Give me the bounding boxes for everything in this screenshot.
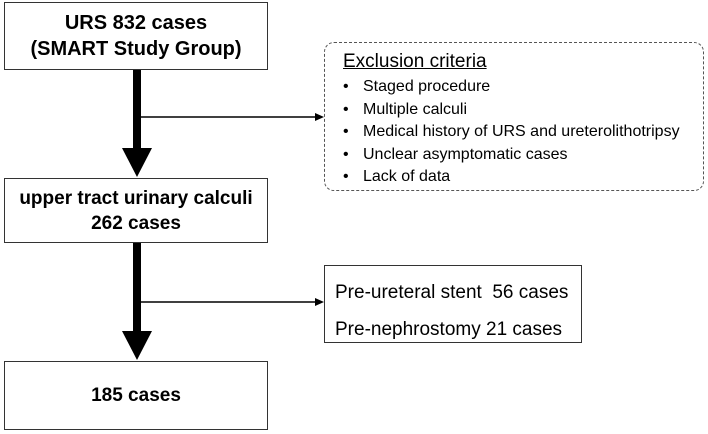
exclusion-title: Exclusion criteria [343,51,487,72]
urs-cases-line2: (SMART Study Group) [30,38,242,60]
main-arrow-1-head [122,148,152,177]
urs-cases-line1: URS 832 cases [64,12,208,34]
side-arrow-1-head [315,113,324,121]
exclusion-item: Multiple calculi [343,99,693,122]
main-arrow-2-head [122,331,152,360]
upper-tract-line2: 262 cases [91,212,181,234]
exclusion-item: Staged procedure [343,76,693,99]
pre-nephrostomy-text: Pre-nephrostomy 21 cases [335,319,563,340]
exclusion-item: Medical history of URS and ureterolithot… [343,121,693,144]
exclusion-item: Lack of data [343,166,693,189]
upper-tract-box: upper tract urinary calculi 262 cases [4,178,268,243]
exclusion-item: Unclear asymptomatic cases [343,144,693,167]
pre-ureteral-stent-text: Pre-ureteral stent 56 cases [335,282,569,303]
exclusion-list: Staged procedure Multiple calculi Medica… [335,76,693,189]
urs-cases-box: URS 832 cases (SMART Study Group) [4,2,268,70]
side-arrow-2-head [315,298,324,306]
final-cases-label: 185 cases [91,384,181,406]
exclusion-criteria-box: Exclusion criteria Staged procedure Mult… [324,42,704,191]
pre-treatment-box: Pre-ureteral stent 56 cases Pre-nephrost… [324,265,582,343]
final-cases-box: 185 cases [4,361,268,430]
upper-tract-line1: upper tract urinary calculi [19,187,253,209]
